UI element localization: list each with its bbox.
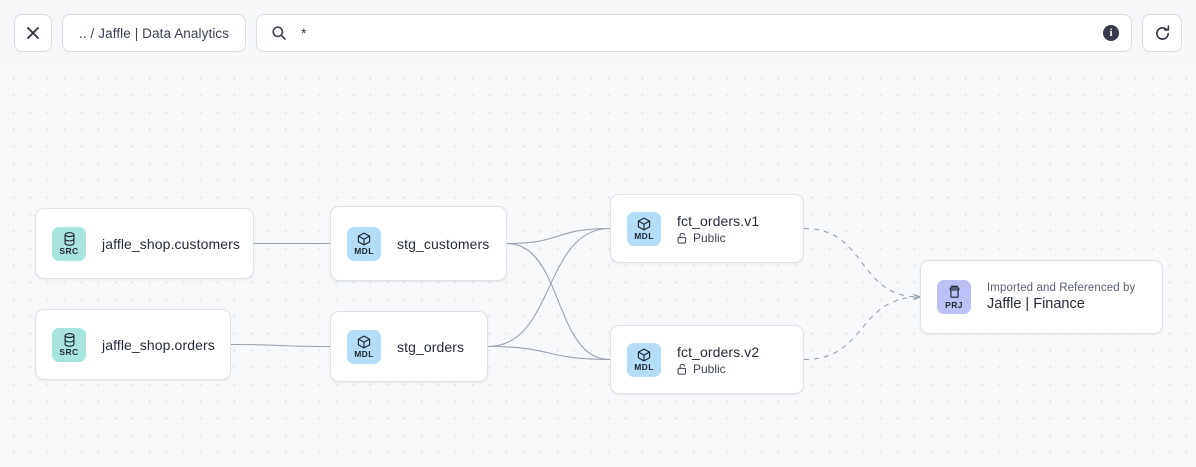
node-visibility-label: Public bbox=[693, 361, 726, 376]
node-type-label: SRC bbox=[59, 246, 79, 256]
node-type-badge-src: SRC bbox=[52, 226, 86, 261]
edge-stg_orders-to-fct_orders_v2 bbox=[487, 345, 611, 361]
node-kicker: Imported and Referenced by bbox=[987, 282, 1136, 294]
database-icon bbox=[63, 231, 76, 246]
cube-icon bbox=[357, 231, 371, 246]
node-visibility: Public bbox=[677, 362, 759, 376]
toolbar: .. / Jaffle | Data Analytics i bbox=[0, 0, 1196, 66]
node-body: stg_orders bbox=[397, 339, 464, 355]
refresh-icon bbox=[1155, 24, 1169, 40]
graph-node-stg_orders[interactable]: MDL stg_orders bbox=[330, 311, 488, 382]
cube-icon bbox=[357, 334, 371, 349]
database-icon bbox=[63, 332, 76, 347]
graph-node-jaffle_shop_orders[interactable]: SRC jaffle_shop.orders bbox=[35, 309, 231, 380]
search-bar[interactable]: i bbox=[256, 14, 1132, 52]
cube-icon bbox=[637, 347, 651, 362]
node-title: Jaffle | Finance bbox=[987, 296, 1085, 312]
node-title: stg_customers bbox=[397, 235, 490, 252]
node-type-label: PRJ bbox=[945, 299, 963, 310]
edge-fct_orders_v2-to-jaffle_finance bbox=[803, 297, 920, 361]
node-type-badge-mdl: MDL bbox=[347, 329, 381, 364]
edge-stg_customers-to-fct_orders_v2 bbox=[506, 242, 611, 361]
refresh-button[interactable] bbox=[1142, 14, 1182, 52]
node-type-badge-mdl: MDL bbox=[347, 226, 381, 261]
package-icon bbox=[948, 285, 961, 300]
node-body: jaffle_shop.customers bbox=[102, 235, 241, 252]
close-icon bbox=[27, 27, 39, 39]
breadcrumb[interactable]: .. / Jaffle | Data Analytics bbox=[62, 14, 247, 52]
cube-icon bbox=[637, 216, 651, 231]
search-icon bbox=[272, 26, 286, 40]
graph-node-jaffle_finance[interactable]: PRJ Imported and Referenced by Jaffle | Fi… bbox=[920, 260, 1163, 334]
node-body: Imported and Referenced by Jaffle | Finan… bbox=[987, 282, 1135, 312]
node-type-label: MDL bbox=[354, 246, 374, 256]
close-button[interactable] bbox=[14, 14, 52, 52]
node-type-label: MDL bbox=[354, 349, 374, 359]
node-type-label: MDL bbox=[634, 231, 654, 241]
node-title: jaffle_shop.customers bbox=[102, 235, 241, 252]
graph-node-jaffle_shop_customers[interactable]: SRC jaffle_shop.customers bbox=[35, 208, 254, 279]
edge-stg_customers-to-fct_orders_v1 bbox=[506, 227, 611, 245]
edge-layer bbox=[230, 227, 1196, 361]
node-type-badge-mdl: MDL bbox=[627, 211, 661, 246]
search-input[interactable] bbox=[299, 24, 1091, 42]
node-title: stg_orders bbox=[397, 338, 465, 355]
node-visibility-label: Public bbox=[693, 230, 726, 245]
node-type-label: SRC bbox=[59, 347, 79, 357]
unlock-icon bbox=[677, 363, 687, 375]
edge-stg_orders-to-fct_orders_v1 bbox=[487, 227, 611, 348]
edge-fct_orders_v1-to-jaffle_finance bbox=[803, 227, 920, 298]
node-title: fct_orders.v1 bbox=[677, 212, 760, 229]
node-title: fct_orders.v2 bbox=[677, 343, 760, 360]
node-body: stg_customers bbox=[397, 236, 489, 252]
node-type-badge-prj: PRJ bbox=[937, 280, 971, 314]
node-type-badge-src: SRC bbox=[52, 327, 86, 362]
node-type-label: MDL bbox=[634, 362, 654, 372]
node-title: jaffle_shop.orders bbox=[102, 336, 215, 353]
unlock-icon bbox=[677, 232, 687, 244]
node-type-badge-mdl: MDL bbox=[627, 342, 661, 377]
node-visibility: Public bbox=[677, 231, 759, 245]
node-body: jaffle_shop.orders bbox=[102, 336, 215, 353]
breadcrumb-label: .. / Jaffle | Data Analytics bbox=[79, 25, 230, 41]
info-icon[interactable]: i bbox=[1103, 25, 1119, 41]
graph-node-stg_customers[interactable]: MDL stg_customers bbox=[330, 206, 507, 281]
edge-jaffle_shop_orders-to-stg_orders bbox=[230, 343, 331, 348]
